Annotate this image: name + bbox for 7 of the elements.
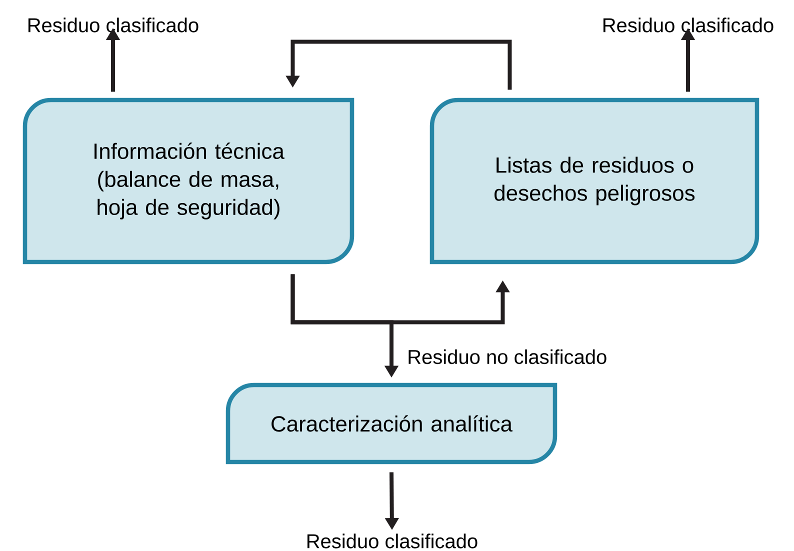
flow-label: Residuo clasificado [28,18,198,32]
process-box: Listas de residuos o desechos peligrosos [430,98,760,264]
edge-label: Residuo no clasificado [408,349,606,364]
flow-label: Residuo clasificado [603,18,774,32]
process-box: Información técnica (balance de masa, hoja de seguridad) [22,98,354,264]
flow-label: Residuo clasificado [307,534,478,548]
process-box: Caracterización analítica [226,382,558,464]
